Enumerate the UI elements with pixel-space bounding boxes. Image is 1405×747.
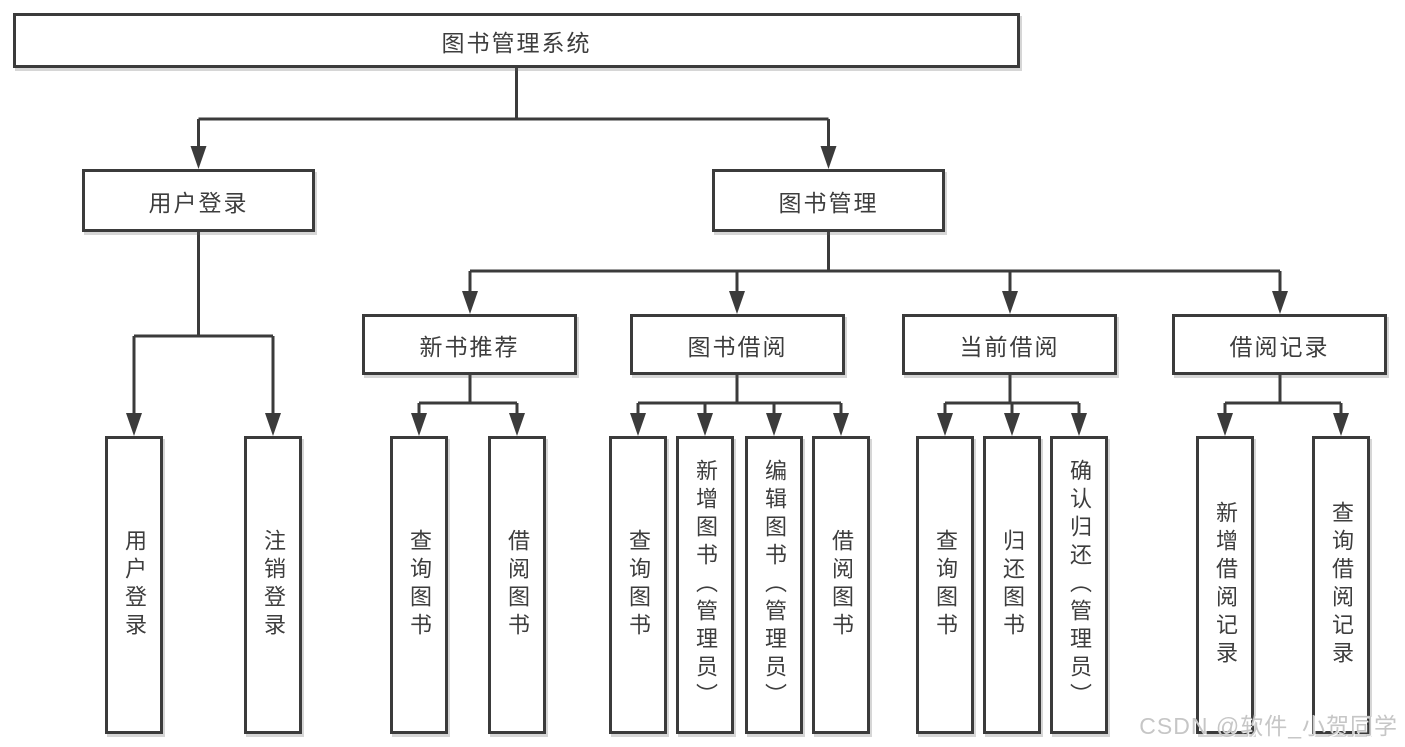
leaf-label: 编辑图书（管理员） <box>762 459 787 711</box>
arrow-icon <box>265 413 281 436</box>
edge-user-login-to-leaves <box>132 232 275 418</box>
leaf-label: 查询图书 <box>933 529 958 641</box>
arrow-icon <box>937 413 953 436</box>
edge-borrow-record-to-leaves <box>1223 375 1343 418</box>
leaf-label: 确认归还（管理员） <box>1067 459 1092 711</box>
csdn-watermark: CSDN @软件_小贺同学 <box>1139 713 1398 739</box>
leaf-label: 查询借阅记录 <box>1329 501 1354 669</box>
leaf-user-login: 用户登录 <box>105 436 163 734</box>
leaf-label: 新增借阅记录 <box>1213 501 1238 669</box>
leaf-label: 查询图书 <box>407 529 432 641</box>
arrow-icon <box>1217 413 1233 436</box>
edge-book-mgmt-to-level3 <box>468 232 1282 296</box>
arrow-icon <box>729 291 745 314</box>
arrow-icon <box>1002 291 1018 314</box>
arrow-icon <box>1333 413 1349 436</box>
leaf-query-books-recommend: 查询图书 <box>390 436 448 734</box>
arrow-icon <box>820 146 837 169</box>
arrowheads <box>126 146 1349 436</box>
arrow-icon <box>1071 413 1087 436</box>
leaf-logout: 注销登录 <box>244 436 302 734</box>
leaf-return-books: 归还图书 <box>983 436 1041 734</box>
leaf-label: 注销登录 <box>261 529 286 641</box>
arrow-icon <box>630 413 646 436</box>
arrow-icon <box>462 291 478 314</box>
arrow-icon <box>833 413 849 436</box>
leaf-label: 借阅图书 <box>829 529 854 641</box>
arrow-icon <box>190 146 207 169</box>
arrow-icon <box>126 413 142 436</box>
leaf-label: 新增图书（管理员） <box>693 459 718 711</box>
leaf-add-books-admin: 新增图书（管理员） <box>676 436 734 734</box>
edge-current-borrow-to-leaves <box>943 375 1081 418</box>
arrow-icon <box>411 413 427 436</box>
leaf-label: 查询图书 <box>626 529 651 641</box>
node-current-borrow: 当前借阅 <box>902 314 1117 375</box>
arrow-icon <box>1272 291 1288 314</box>
arrow-icon <box>697 413 713 436</box>
node-user-login: 用户登录 <box>82 169 315 232</box>
leaf-add-borrow-record: 新增借阅记录 <box>1196 436 1254 734</box>
leaf-query-books-borrow: 查询图书 <box>609 436 667 734</box>
node-new-book-recommend: 新书推荐 <box>362 314 577 375</box>
leaf-confirm-return-admin: 确认归还（管理员） <box>1050 436 1108 734</box>
node-book-borrow: 图书借阅 <box>630 314 845 375</box>
leaf-label: 借阅图书 <box>505 529 530 641</box>
leaf-borrow-books-recommend: 借阅图书 <box>488 436 546 734</box>
leaf-edit-books-admin: 编辑图书（管理员） <box>745 436 803 734</box>
arrow-icon <box>1004 413 1020 436</box>
leaf-borrow-books: 借阅图书 <box>812 436 870 734</box>
node-borrow-record: 借阅记录 <box>1172 314 1387 375</box>
leaf-label: 归还图书 <box>1000 529 1025 641</box>
leaf-query-books-current: 查询图书 <box>916 436 974 734</box>
leaf-label: 用户登录 <box>122 529 147 641</box>
edge-new-book-rec-to-leaves <box>417 375 519 418</box>
leaf-query-borrow-record: 查询借阅记录 <box>1312 436 1370 734</box>
edge-root-to-level2 <box>197 68 830 150</box>
arrow-icon <box>509 413 525 436</box>
arrow-icon <box>766 413 782 436</box>
edge-book-borrow-to-leaves <box>636 375 843 418</box>
node-root-system: 图书管理系统 <box>13 13 1020 68</box>
node-book-management: 图书管理 <box>712 169 945 232</box>
